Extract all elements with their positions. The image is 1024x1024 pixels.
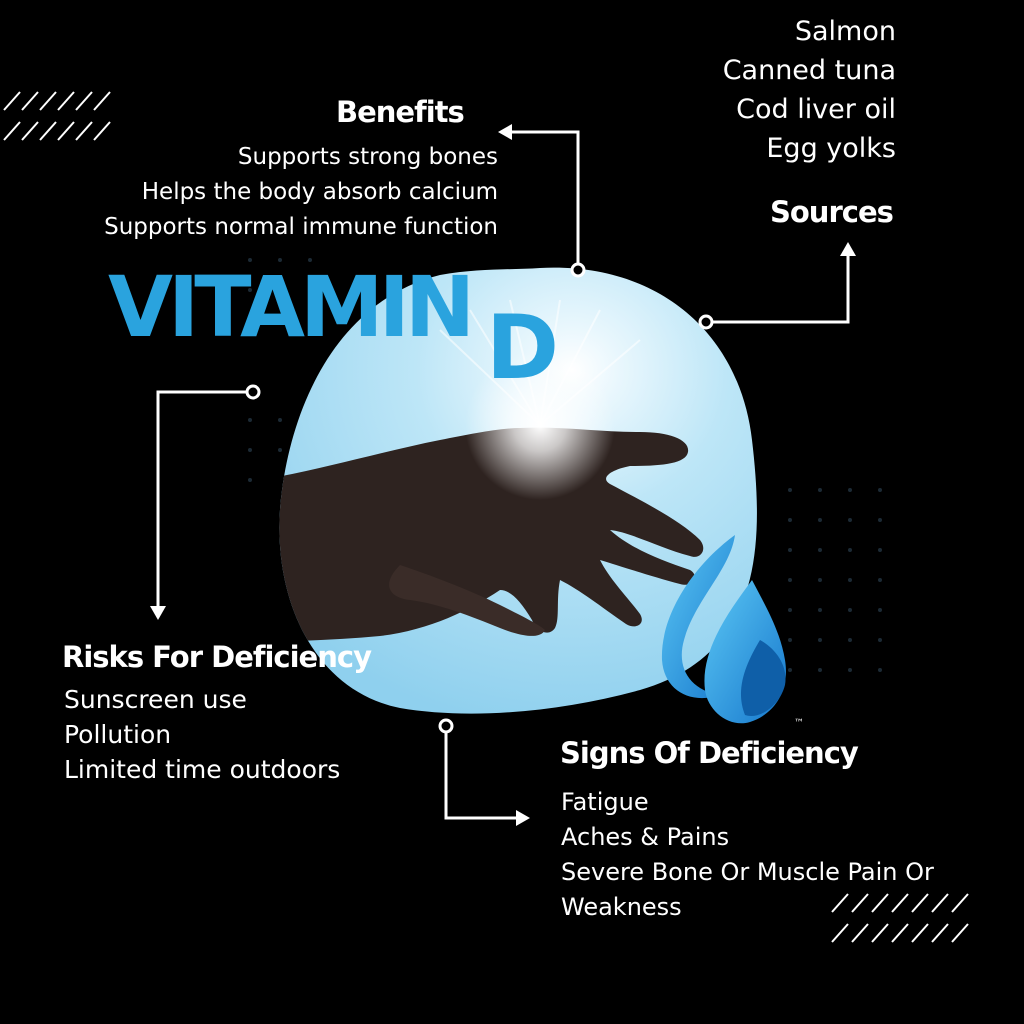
slash-pattern-bottom-right [831, 893, 969, 943]
benefits-list: Supports strong bones Helps the body abs… [104, 140, 498, 245]
source-item: Cod liver oil [736, 94, 896, 125]
source-item: Egg yolks [766, 133, 896, 164]
connector-signs [438, 718, 530, 826]
connector-sources [698, 242, 856, 330]
benefit-item: Helps the body absorb calcium [141, 179, 498, 205]
title-letter-d: D [486, 296, 560, 399]
signs-heading: Signs Of Deficiency [560, 736, 859, 770]
sign-item: Severe Bone Or Muscle Pain Or [561, 858, 934, 886]
title-vitamin: VITAMIN [108, 258, 475, 356]
sign-item: Aches & Pains [561, 823, 730, 851]
risks-heading: Risks For Deficiency [62, 640, 372, 674]
risk-item: Sunscreen use [64, 685, 247, 714]
sources-heading: Sources [770, 195, 894, 229]
connector-benefits [498, 124, 586, 278]
sun-hand-photo [279, 267, 757, 714]
source-item: Salmon [794, 16, 896, 47]
sign-item: Fatigue [561, 788, 649, 816]
dot-grid-right [788, 488, 882, 672]
water-drop-logo [661, 535, 786, 724]
trademark-symbol: ™ [794, 718, 804, 729]
benefits-heading: Benefits [336, 95, 465, 129]
slash-pattern-top-left [3, 91, 111, 141]
signs-list: Fatigue Aches & Pains Severe Bone Or Mus… [561, 785, 934, 925]
dot-grid-left [248, 258, 312, 482]
source-item: Canned tuna [722, 55, 896, 86]
connector-risks [150, 384, 261, 620]
sign-item: Weakness [561, 893, 682, 921]
sources-list: Salmon Canned tuna Cod liver oil Egg yol… [723, 12, 896, 168]
benefit-item: Supports normal immune function [104, 214, 498, 240]
risk-item: Limited time outdoors [64, 755, 341, 784]
benefit-item: Supports strong bones [237, 144, 498, 170]
risks-list: Sunscreen use Pollution Limited time out… [64, 682, 340, 787]
risk-item: Pollution [64, 720, 172, 749]
